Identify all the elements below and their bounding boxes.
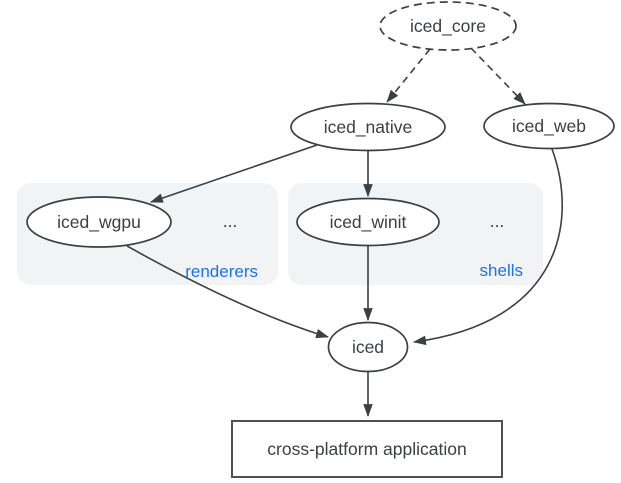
- node-iced-native-ellipse: [290, 102, 446, 152]
- shells-group-label: shells: [480, 261, 523, 280]
- node-iced-wgpu-ellipse: [26, 196, 172, 248]
- node-iced-web-label: iced_web: [512, 116, 586, 137]
- node-iced-core-label: iced_core: [410, 16, 486, 37]
- edge-iced_core-to-iced_web: [470, 47, 526, 105]
- renderers-group-label: renderers: [185, 262, 258, 281]
- node-iced-web-ellipse: [483, 102, 615, 150]
- node-iced-winit-label: iced_winit: [330, 212, 407, 233]
- edge-iced_web-to-iced: [412, 148, 563, 346]
- node-iced-winit-ellipse: [296, 197, 440, 247]
- edge-iced_core-to-iced_native: [386, 48, 431, 103]
- edge-iced_native-to-iced_wgpu: [149, 144, 318, 203]
- renderers-ellipsis: ...: [223, 211, 238, 231]
- shells-ellipsis: ...: [490, 211, 505, 231]
- node-iced-core-ellipse: [379, 1, 517, 51]
- node-iced-wgpu-label: iced_wgpu: [57, 212, 141, 233]
- node-iced-label: iced: [352, 337, 384, 357]
- edge-iced_wgpu-to-iced: [126, 245, 330, 339]
- node-application-label: cross-platform application: [267, 439, 466, 459]
- node-application-rect: [231, 420, 503, 478]
- node-iced-native-label: iced_native: [324, 117, 413, 138]
- node-iced-ellipse: [327, 321, 409, 373]
